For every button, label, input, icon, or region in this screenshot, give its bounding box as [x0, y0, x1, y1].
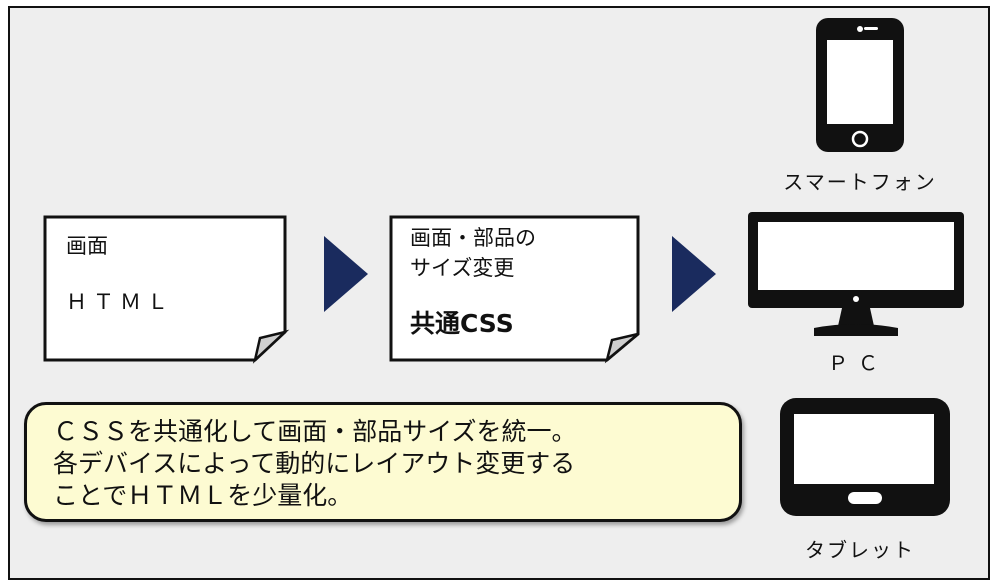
tablet-icon — [780, 398, 950, 516]
smartphone-label: スマートフォン — [783, 170, 937, 194]
pc-label: ＰＣ — [828, 351, 888, 375]
note-line-1: ＣＳＳを共通化して画面・部品サイズを統一。 — [53, 417, 577, 446]
document-shape — [43, 215, 290, 364]
html-document-label: ＨＴＭＬ — [66, 290, 174, 314]
tablet-label: タブレット — [805, 538, 915, 562]
arrow-right-icon — [324, 236, 368, 312]
document-shape — [389, 215, 640, 364]
css-document: 画面・部品の サイズ変更 共通CSS — [388, 214, 646, 364]
pc-monitor-icon — [748, 212, 964, 336]
css-document-line-2: サイズ変更 — [410, 256, 515, 280]
css-document-title: 共通CSS — [410, 309, 514, 338]
diagram-frame: 画面 ＨＴＭＬ 画面・部品の サイズ変更 共通CSS スマートフォン ＰＣ — [8, 6, 990, 580]
css-document-line-1: 画面・部品の — [410, 226, 536, 250]
smartphone-icon — [816, 18, 904, 152]
summary-note: ＣＳＳを共通化して画面・部品サイズを統一。 各デバイスによって動的にレイアウト変… — [24, 402, 742, 522]
html-document-title: 画面 — [66, 234, 108, 258]
note-line-3: ことでＨＴＭＬを少量化。 — [53, 481, 353, 510]
html-document: 画面 ＨＴＭＬ — [42, 214, 292, 364]
arrow-right-icon — [672, 236, 716, 312]
note-line-2: 各デバイスによって動的にレイアウト変更する — [53, 449, 576, 478]
